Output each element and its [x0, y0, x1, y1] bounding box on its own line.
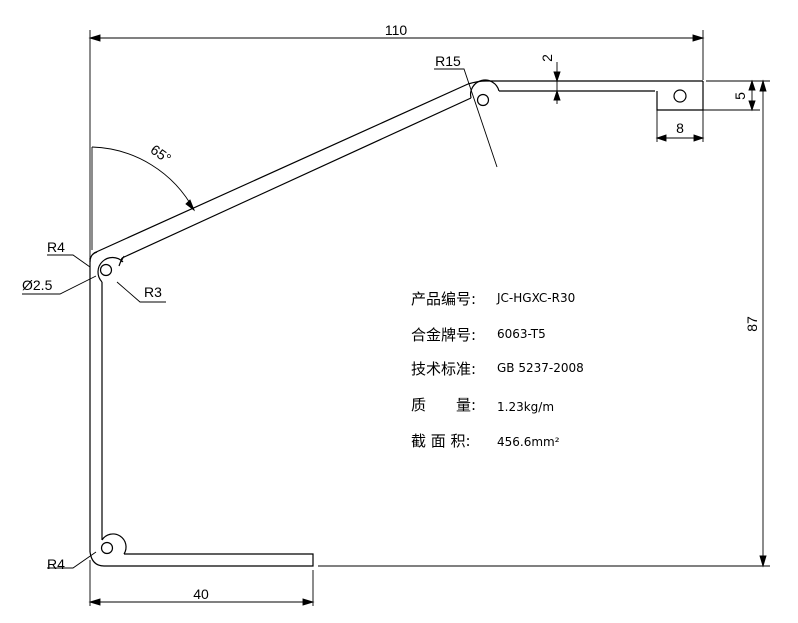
spec-block: 产品编号: JC-HGXC-R30 合金牌号: 6063-T5 技术标准: GB… [411, 290, 584, 450]
hole-bosses [97, 79, 687, 555]
spec-value-area: 456.6mm² [497, 435, 560, 449]
dimension-labels: 110 87 40 R15 2 5 8 65° R4 Ø2.5 R3 R4 [22, 22, 760, 602]
arm-joint [118, 257, 123, 267]
boss-top-left [97, 256, 124, 283]
dim-hole-diameter: Ø2.5 [22, 277, 53, 293]
spec-value-alloy: 6063-T5 [497, 327, 546, 341]
profile-outline [89, 80, 704, 567]
hole-lip [673, 89, 687, 103]
dim-overall-height: 87 [744, 316, 760, 332]
spec-label-alloy: 合金牌号: [411, 326, 476, 344]
dim-radius-r4-top: R4 [47, 239, 65, 255]
spec-label-weight: 质 量: [411, 396, 476, 414]
spec-value-standard: GB 5237-2008 [497, 361, 584, 375]
dim-lip-width: 8 [676, 120, 684, 136]
boss-bottom [101, 533, 127, 555]
bottom-leg [89, 551, 314, 567]
arm-upper-edge [93, 83, 469, 254]
dim-radius-r4-bottom: R4 [47, 556, 65, 572]
spec-label-area: 截 面 积: [411, 432, 471, 450]
spec-label-standard: 技术标准: [411, 360, 476, 378]
dim-angle: 65° [148, 141, 175, 166]
top-bend [467, 80, 703, 85]
dim-overall-width: 110 [385, 22, 408, 38]
hole-top-left [99, 263, 113, 277]
top-end-lip [656, 81, 704, 111]
spec-value-weight: 1.23kg/m [497, 400, 554, 414]
hole-bottom [100, 541, 114, 555]
dim-lip-height: 5 [732, 92, 748, 100]
dim-bend-radius-top: R15 [435, 53, 461, 69]
dimension-lines [22, 30, 770, 606]
dim-lip-thickness: 2 [539, 54, 555, 62]
arm-left-end [89, 251, 98, 263]
spec-label-product-code: 产品编号: [411, 290, 476, 308]
arm-lower-edge [121, 97, 472, 259]
dim-radius-r3: R3 [144, 284, 162, 300]
hole-top-bend [476, 93, 490, 107]
boss-top-bend [469, 79, 500, 99]
dim-bottom-length: 40 [193, 586, 209, 602]
spec-value-product-code: JC-HGXC-R30 [496, 291, 575, 305]
